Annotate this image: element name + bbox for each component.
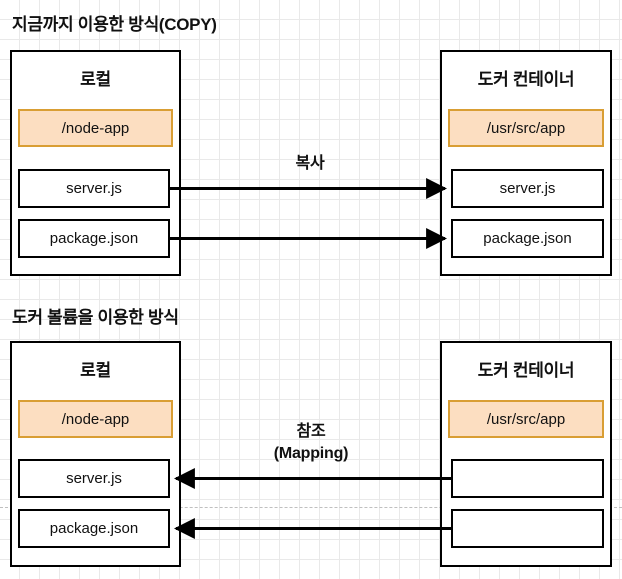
arrow-connectors: [170, 178, 451, 539]
